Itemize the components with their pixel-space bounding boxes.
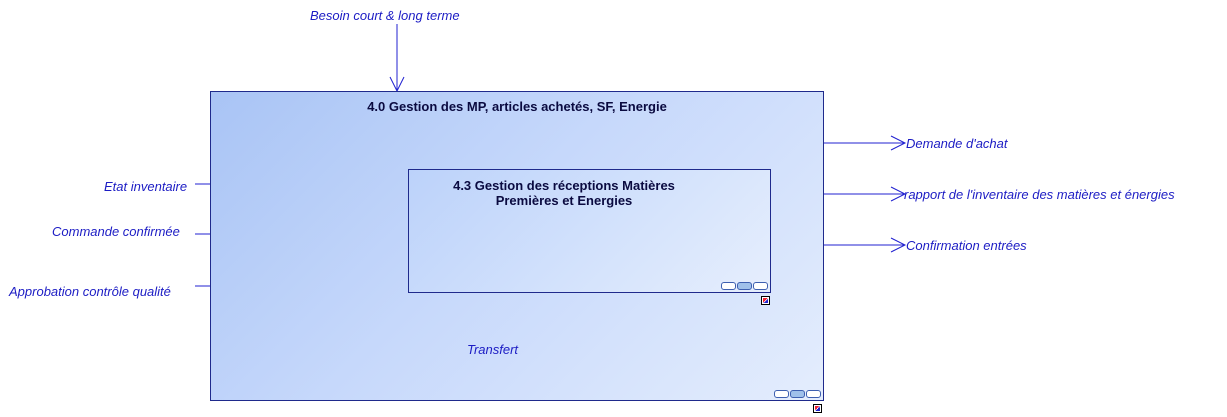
inner-title-line1: 4.3 Gestion des réceptions Matières: [453, 178, 675, 193]
label-etat-inventaire: Etat inventaire: [104, 179, 188, 194]
label-confirmation-entrees: Confirmation entrées: [906, 238, 1027, 253]
label-rapport-inventaire: rapport de l'inventaire des matières et …: [904, 187, 1175, 202]
outer-box-decompose-icon[interactable]: [813, 404, 822, 413]
outer-box-title: 4.0 Gestion des MP, articles achetés, SF…: [367, 99, 667, 114]
arrow-rapport-head: [890, 186, 907, 202]
label-transfert: Transfert: [467, 342, 519, 357]
label-besoin: Besoin court & long terme: [310, 8, 460, 23]
inner-title-line2: Premières et Energies: [495, 193, 633, 208]
label-approbation: Approbation contrôle qualité: [9, 284, 171, 299]
inner-activity-box[interactable]: 4.3 Gestion des réceptions Matières Prem…: [408, 169, 771, 293]
label-commande-confirmee: Commande confirmée: [52, 224, 180, 239]
arrow-confirmation-head: [890, 237, 907, 253]
inner-box-tag-icon: [721, 282, 768, 290]
arrow-demande-head: [890, 135, 907, 151]
inner-box-decompose-icon[interactable]: [761, 296, 770, 305]
inner-box-title: 4.3 Gestion des réceptions Matières Prem…: [439, 178, 689, 208]
outer-box-tag-icon: [774, 390, 821, 398]
label-demande-achat: Demande d'achat: [906, 136, 1008, 151]
